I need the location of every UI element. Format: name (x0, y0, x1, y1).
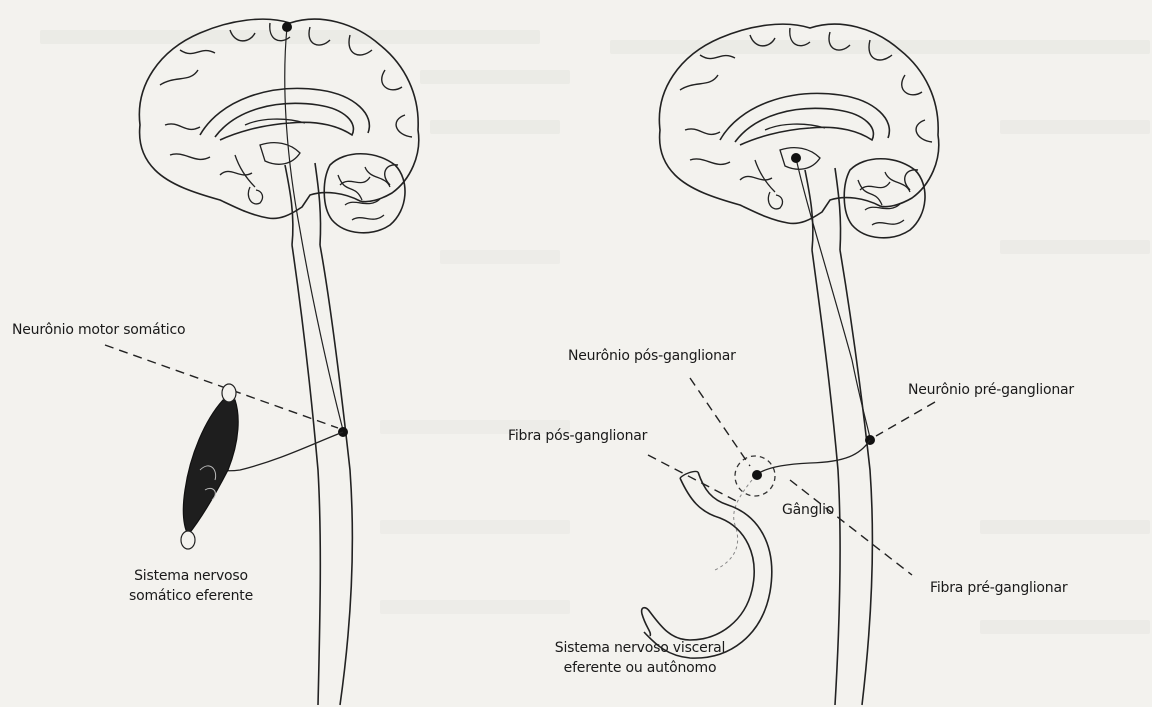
stomach-illustration (642, 471, 772, 658)
left-brain (139, 19, 418, 245)
preganglionic-fiber-label: Fibra pré-ganglionar (930, 580, 1067, 596)
somatic-caption: Sistema nervoso somático eferente (96, 566, 286, 606)
somatic-caption-line2: somático eferente (96, 586, 286, 606)
left-cortex-neuron-body (282, 22, 292, 32)
ganglion-label: Gânglio (782, 502, 834, 518)
right-spinal-cord (812, 250, 840, 705)
visceral-caption-line1: Sistema nervoso visceral (520, 638, 760, 658)
postganglionic-neuron-body (752, 470, 762, 480)
somatic-caption-line1: Sistema nervoso (96, 566, 286, 586)
postganglionic-fiber-pointer (648, 455, 740, 503)
postganglionic-neuron-label: Neurônio pós-ganglionar (568, 348, 736, 364)
hypothalamus-neuron-body (791, 153, 801, 163)
visceral-caption: Sistema nervoso visceral eferente ou aut… (520, 638, 760, 678)
visceral-caption-line2: eferente ou autônomo (520, 658, 760, 678)
postganglionic-fiber-label: Fibra pós-ganglionar (508, 428, 647, 444)
right-brain (659, 24, 938, 250)
preganglionic-neuron-pointer (876, 402, 935, 436)
skeletal-muscle-illustration (181, 384, 238, 549)
postganglionic-neuron-pointer (690, 378, 750, 466)
somatic-motor-neuron-label: Neurônio motor somático (12, 322, 185, 338)
preganglionic-neuron-label: Neurônio pré-ganglionar (908, 382, 1074, 398)
preganglionic-fiber-pointer (790, 480, 912, 575)
